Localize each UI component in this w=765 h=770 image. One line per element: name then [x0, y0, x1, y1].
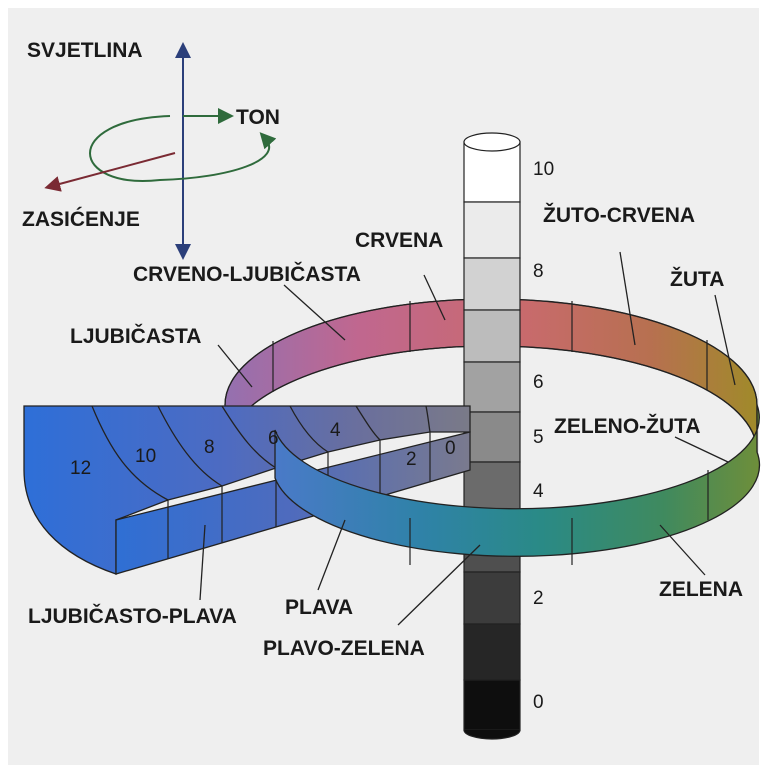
chroma-label-10: 10: [135, 446, 156, 467]
chroma-label-8: 8: [204, 437, 215, 458]
chroma-slab: [23, 405, 471, 575]
value-label-4: 4: [533, 481, 544, 502]
hue-yellow-red-label: ŽUTO-CRVENA: [543, 203, 695, 227]
axes-legend: [44, 42, 277, 260]
hue-purple-blue-label: LJUBIČASTO-PLAVA: [28, 604, 237, 628]
hue-red-label: CRVENA: [355, 229, 443, 252]
hue-yellow-label: ŽUTA: [670, 267, 724, 291]
hue-green-yellow-label: ZELENO-ŽUTA: [554, 414, 701, 438]
value-label-8: 8: [533, 261, 544, 282]
value-column: [463, 132, 521, 740]
hue-blue-green-label: PLAVO-ZELENA: [263, 637, 425, 660]
value-label-5: 5: [533, 427, 544, 448]
lightness-label: SVJETLINA: [27, 39, 143, 62]
hue-blue-label: PLAVA: [285, 596, 353, 619]
value-label-2: 2: [533, 588, 544, 609]
hue-purple-label: LJUBIČASTA: [70, 324, 201, 348]
hue-ring-front: [274, 404, 761, 565]
saturation-label: ZASIĆENJE: [22, 207, 140, 231]
hue-arrow: [89, 115, 277, 182]
chroma-label-12: 12: [70, 458, 91, 479]
hue-red-purple-label: CRVENO-LJUBIČASTA: [133, 262, 361, 286]
hue-label: TON: [236, 106, 280, 129]
value-label-6: 6: [533, 372, 544, 393]
diagram-background: [8, 8, 759, 765]
chroma-label-6: 6: [268, 428, 279, 449]
chroma-label-0: 0: [445, 438, 456, 459]
leader-lines: [199, 251, 736, 626]
chroma-label-2: 2: [406, 449, 417, 470]
value-label-10: 10: [533, 159, 554, 180]
value-label-0: 0: [533, 692, 544, 713]
chroma-label-4: 4: [330, 420, 341, 441]
hue-green-label: ZELENA: [659, 578, 743, 601]
saturation-arrow: [44, 152, 176, 192]
